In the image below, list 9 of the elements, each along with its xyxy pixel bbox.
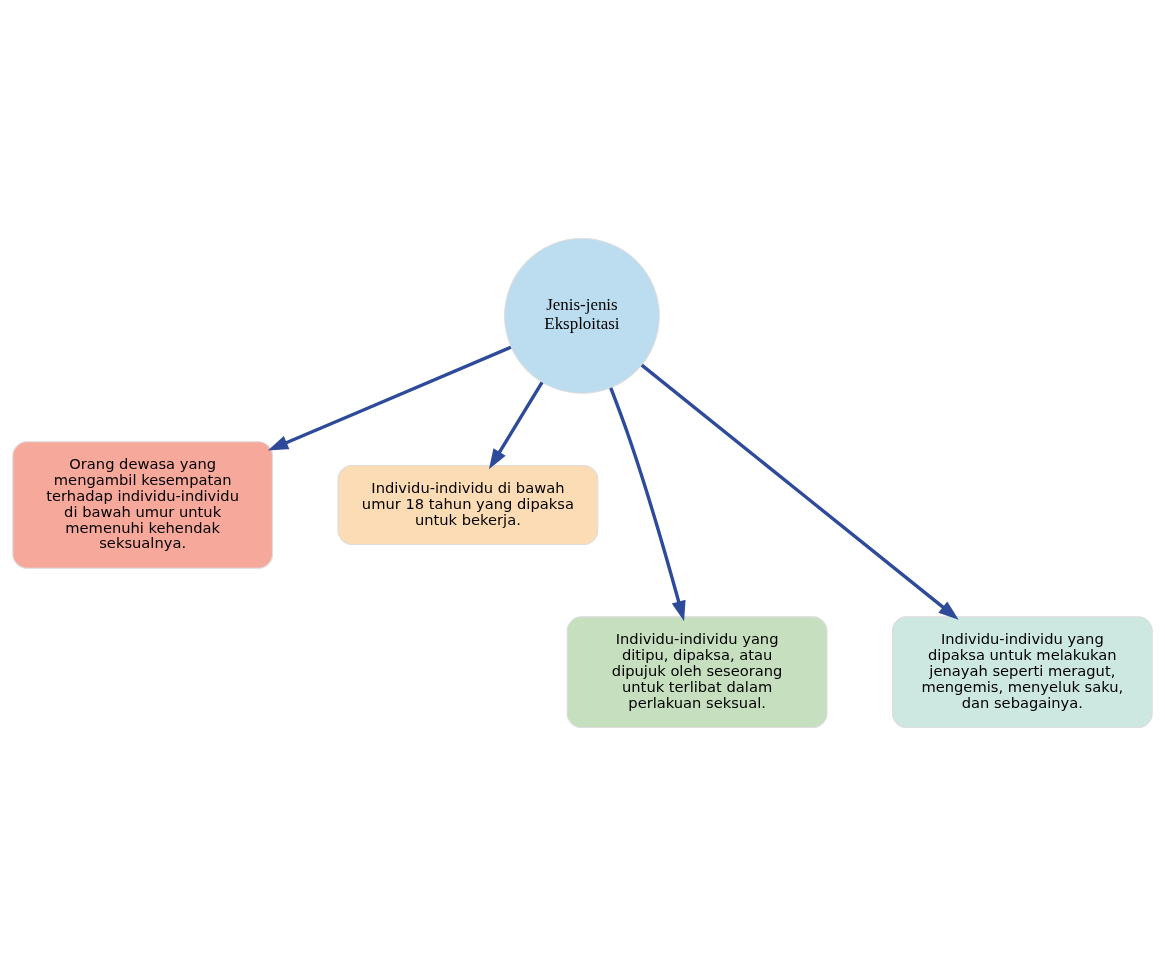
arrow bbox=[488, 380, 544, 469]
arrow bbox=[640, 363, 959, 620]
arrow bbox=[609, 386, 686, 621]
node-box: Individu-individu di bawah umur 18 tahun yang dipaksa untuk bekerja. bbox=[337, 464, 599, 545]
node-box: Individu-individu yang dipaksa untuk melakukan jenayah seperti meragut, mengemis, menyeluk saku, dan sebagainya. bbox=[891, 615, 1153, 728]
node-circle: Jenis-jenis Eksploitasi bbox=[504, 237, 660, 394]
node-box: Orang dewasa yang mengambil kesempatan terhadap individu-individu di bawah umur untuk memenuhi kehendak seksualnya. bbox=[12, 440, 274, 569]
node-box: Individu-individu yang ditipu, dipaksa, atau dipujuk oleh seseorang untuk terlibat dalam perlakuan seksual. bbox=[566, 615, 828, 728]
arrow bbox=[267, 345, 512, 451]
